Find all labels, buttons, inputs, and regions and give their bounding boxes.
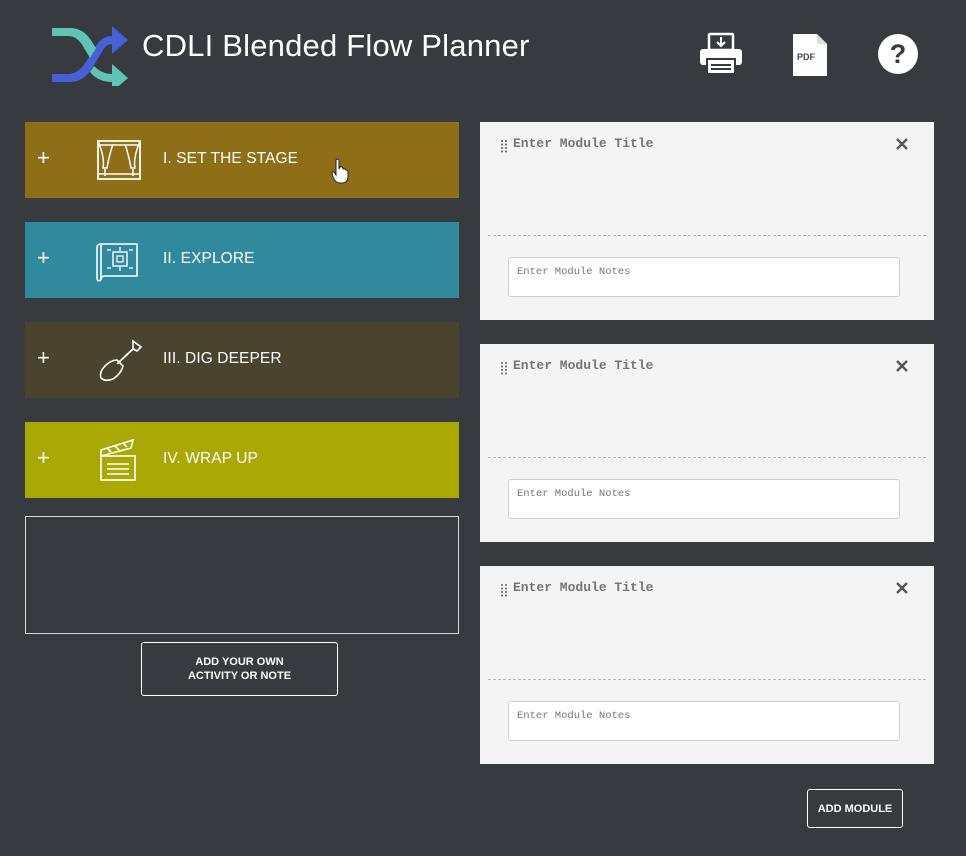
- help-button[interactable]: ?: [876, 32, 920, 76]
- stage-label: I. SET THE STAGE: [163, 150, 299, 167]
- module-title-input[interactable]: [513, 358, 873, 373]
- close-icon[interactable]: [894, 580, 910, 596]
- hand-cursor-icon: [331, 158, 349, 184]
- shovel-icon: [95, 338, 143, 382]
- stage-set-the-stage[interactable]: + I. SET THE STAGE: [25, 122, 459, 198]
- help-circle-icon: ?: [878, 34, 918, 74]
- drag-handle-icon[interactable]: [500, 361, 508, 375]
- stage-label: II. EXPLORE: [163, 250, 255, 267]
- theater-stage-icon: [95, 138, 143, 182]
- clapperboard-icon: [95, 438, 143, 482]
- pdf-button[interactable]: PDF: [789, 30, 831, 80]
- module-notes-input[interactable]: [508, 479, 900, 519]
- expand-plus-icon[interactable]: +: [37, 445, 50, 470]
- add-own-activity-label: ADD YOUR OWN ACTIVITY OR NOTE: [187, 656, 292, 682]
- printer-icon: [700, 32, 742, 75]
- print-button[interactable]: [697, 30, 745, 78]
- close-icon[interactable]: [894, 136, 910, 152]
- svg-text:PDF: PDF: [797, 52, 816, 62]
- app-title: CDLI Blended Flow Planner: [142, 28, 530, 63]
- module-card: [480, 344, 934, 542]
- add-module-button[interactable]: ADD MODULE: [807, 789, 903, 828]
- module-title-input[interactable]: [513, 136, 873, 151]
- stage-wrap-up[interactable]: + IV. WRAP UP: [25, 422, 459, 498]
- stage-dig-deeper[interactable]: + III. DIG DEEPER: [25, 322, 459, 398]
- stage-label: IV. WRAP UP: [163, 450, 258, 467]
- module-notes-input[interactable]: [508, 257, 900, 297]
- stage-label: III. DIG DEEPER: [163, 350, 282, 367]
- module-divider: [488, 679, 926, 680]
- expand-plus-icon[interactable]: +: [37, 345, 50, 370]
- svg-text:?: ?: [890, 39, 907, 69]
- stage-explore[interactable]: + II. EXPLORE: [25, 222, 459, 298]
- drag-handle-icon[interactable]: [500, 139, 508, 153]
- expand-plus-icon[interactable]: +: [37, 245, 50, 270]
- custom-activity-dropzone[interactable]: [25, 516, 459, 634]
- close-icon[interactable]: [894, 358, 910, 374]
- logo-icon: [50, 22, 130, 92]
- expand-plus-icon[interactable]: +: [37, 145, 50, 170]
- pdf-file-icon: PDF: [793, 34, 827, 76]
- module-title-input[interactable]: [513, 580, 873, 595]
- module-divider: [488, 457, 926, 458]
- module-divider: [488, 235, 926, 236]
- drag-handle-icon[interactable]: [500, 583, 508, 597]
- module-card: [480, 566, 934, 764]
- map-blueprint-icon: [95, 238, 143, 282]
- module-card: [480, 122, 934, 320]
- add-own-activity-button[interactable]: ADD YOUR OWN ACTIVITY OR NOTE: [141, 642, 338, 696]
- module-notes-input[interactable]: [508, 701, 900, 741]
